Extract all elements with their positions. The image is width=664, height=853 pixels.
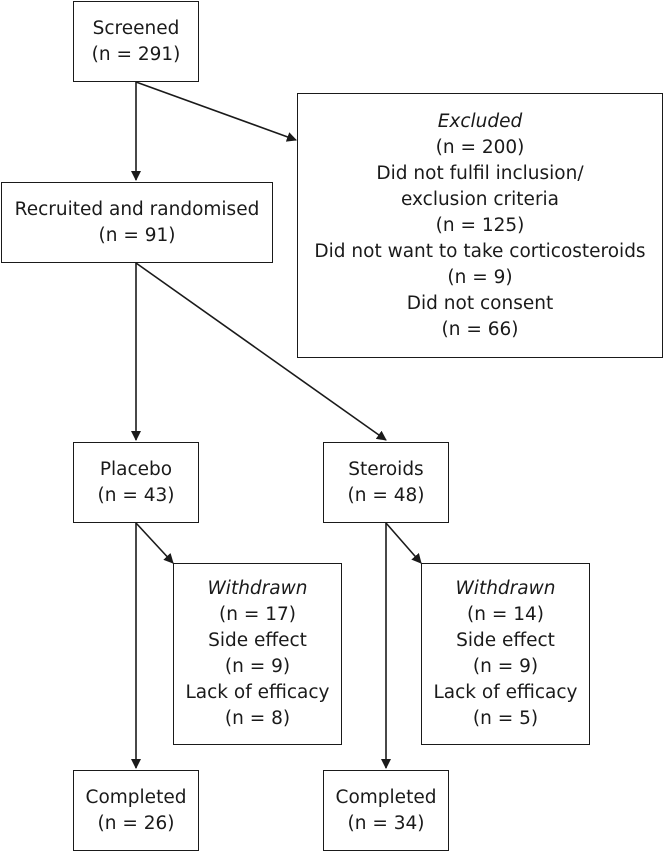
recruited-box: Recruited and randomised (n = 91)	[1, 182, 273, 263]
excluded-box: Excluded (n = 200) Did not fulfil inclus…	[297, 93, 663, 358]
placebo-withdrawn-reason-1-label: Side effect	[208, 630, 307, 651]
excluded-reason-1-label: Did not fulfil inclusion/	[376, 162, 584, 184]
excluded-reason-3-label: Did not consent	[406, 292, 554, 314]
screened-box: Screened (n = 291)	[73, 1, 199, 82]
placebo-withdrawn-box: Withdrawn (n = 17) Side effect (n = 9) L…	[173, 563, 342, 745]
steroids-box: Steroids (n = 48)	[323, 442, 449, 523]
steroids-withdrawn-count: (n = 14)	[467, 604, 544, 625]
placebo-count: (n = 43)	[97, 484, 175, 506]
placebo-withdrawn-reason-2-label: Lack of efficacy	[185, 682, 330, 703]
steroids-completed-title: Completed	[335, 786, 437, 808]
arrow-recruited-to-steroids	[135, 262, 387, 441]
excluded-reason-2-label: Did not want to take corticosteroids	[314, 240, 646, 262]
placebo-completed-title: Completed	[85, 786, 187, 808]
steroids-completed-count: (n = 34)	[347, 812, 425, 834]
steroids-withdrawn-box: Withdrawn (n = 14) Side effect (n = 9) L…	[421, 563, 590, 745]
recruited-count: (n = 91)	[98, 224, 176, 246]
steroids-withdrawn-reason-2-label: Lack of efficacy	[433, 682, 578, 703]
placebo-title: Placebo	[99, 458, 173, 480]
placebo-withdrawn-reason-1-count: (n = 9)	[224, 656, 291, 677]
screened-title: Screened	[92, 17, 180, 39]
steroids-withdrawn-title: Withdrawn	[455, 578, 556, 599]
recruited-title: Recruited and randomised	[14, 198, 260, 220]
steroids-completed-box: Completed (n = 34)	[323, 770, 449, 851]
placebo-box: Placebo (n = 43)	[73, 442, 199, 523]
placebo-withdrawn-count: (n = 17)	[219, 604, 296, 625]
screened-count: (n = 291)	[91, 43, 181, 65]
steroids-withdrawn-reason-2-count: (n = 5)	[472, 708, 539, 729]
excluded-reason-2-count: (n = 9)	[447, 266, 513, 288]
excluded-reason-1-label-cont: exclusion criteria	[400, 188, 560, 210]
excluded-reason-1-count: (n = 125)	[435, 214, 525, 236]
steroids-withdrawn-reason-1-label: Side effect	[456, 630, 555, 651]
steroids-withdrawn-reason-1-count: (n = 9)	[472, 656, 539, 677]
placebo-withdrawn-reason-2-count: (n = 8)	[224, 708, 291, 729]
placebo-withdrawn-title: Withdrawn	[207, 578, 308, 599]
excluded-reason-3-count: (n = 66)	[441, 318, 519, 340]
placebo-completed-count: (n = 26)	[97, 812, 175, 834]
arrow-screened-to-excluded	[135, 81, 297, 142]
excluded-title: Excluded	[437, 110, 523, 132]
placebo-completed-box: Completed (n = 26)	[73, 770, 199, 851]
steroids-title: Steroids	[348, 458, 424, 480]
arrow-placebo-to-withdrawn	[135, 522, 174, 564]
arrow-steroids-to-withdrawn	[385, 522, 422, 564]
steroids-count: (n = 48)	[347, 484, 425, 506]
excluded-count: (n = 200)	[435, 136, 525, 158]
